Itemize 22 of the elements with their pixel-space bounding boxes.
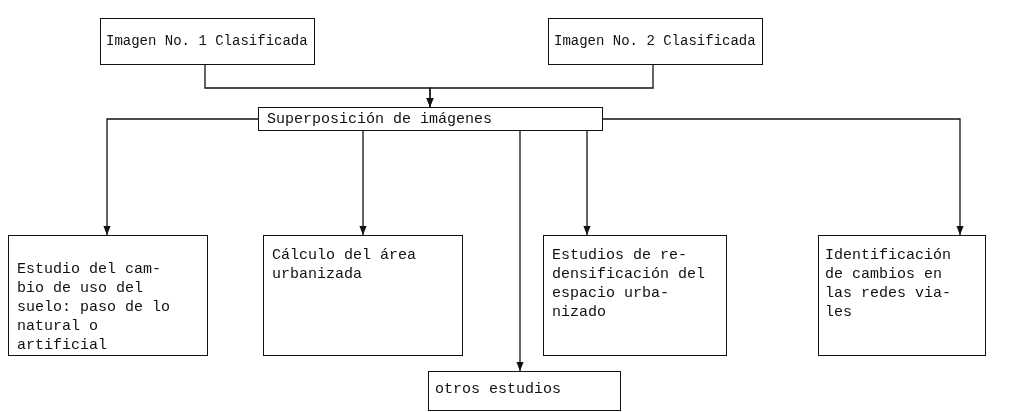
box-label: Imagen No. 1 Clasificada	[106, 32, 309, 51]
arrow	[103, 118, 259, 236]
box-label: Superposición de imágenes	[267, 110, 494, 129]
box-label: Identificación de cambios en las redes via-les	[825, 246, 953, 322]
arrow	[583, 130, 591, 236]
arrow	[516, 130, 524, 372]
box-label: Cálculo del área urbanizada	[272, 246, 418, 284]
process-box	[548, 18, 763, 65]
process-box	[8, 235, 208, 356]
process-box	[543, 235, 727, 356]
box-label: Estudio del cam-bio de uso del suelo: paso de lo natural o artificial	[17, 260, 172, 355]
process-box	[100, 18, 315, 65]
arrow	[359, 130, 367, 236]
process-box	[258, 107, 603, 131]
process-box	[818, 235, 986, 356]
box-label: Estudios de re-densificación del espacio urba-nizado	[552, 246, 707, 322]
process-box	[428, 371, 621, 411]
arrow	[602, 118, 964, 236]
process-box	[263, 235, 463, 356]
arrow	[426, 64, 654, 108]
box-label: otros estudios	[435, 380, 563, 399]
box-label: Imagen No. 2 Clasificada	[554, 32, 757, 51]
